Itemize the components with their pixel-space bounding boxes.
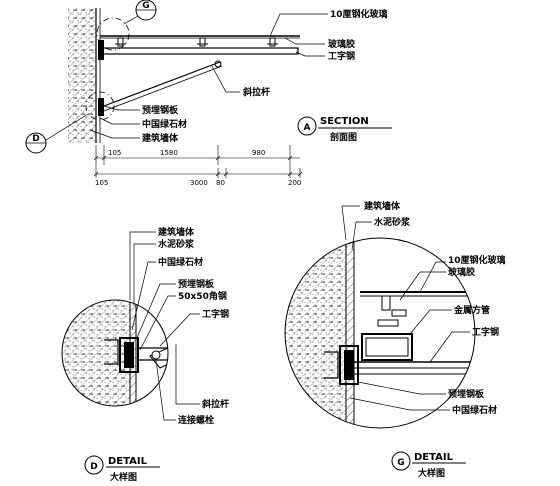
detail-g-view: 建筑墙体 水泥砂浆 10厘钢化玻璃 玻璃胶 金属方管 工字钢 预埋钢板 中国绿石…: [284, 200, 506, 479]
section-ibeam: [99, 47, 299, 55]
g-label-glue: 玻璃胶: [448, 266, 475, 278]
detail-d-view: 建筑墙体 水泥砂浆 中国绿石材 预埋钢板 50x50角钢 工字钢 斜拉杆 连接螺…: [61, 226, 229, 483]
d-label-angle-steel: 50x50角钢: [178, 290, 227, 302]
svg-text:大样图: 大样图: [418, 467, 445, 479]
label-embed-plate: 预埋钢板: [142, 104, 179, 116]
g-label-ibeam: 工字钢: [472, 326, 499, 338]
svg-text:3000: 3000: [190, 179, 208, 187]
label-glass: 10厘钢化玻璃: [330, 8, 388, 20]
svg-text:G: G: [142, 1, 149, 11]
d-label-bolt: 连接螺栓: [178, 414, 214, 426]
d-label-embed-plate: 预埋钢板: [178, 278, 215, 290]
svg-text:200: 200: [288, 179, 301, 187]
label-granite: 中国绿石材: [142, 118, 187, 130]
svg-text:105: 105: [95, 179, 108, 187]
callout-d: D: [25, 91, 115, 154]
svg-text:1580: 1580: [160, 149, 178, 157]
svg-text:105: 105: [108, 149, 121, 157]
g-label-mortar: 水泥砂浆: [374, 216, 411, 228]
d-label-granite: 中国绿石材: [158, 256, 203, 268]
g-label-square-tube: 金属方管: [453, 304, 490, 316]
svg-text:D: D: [90, 462, 97, 472]
section-title: A SECTION 剖面图: [297, 116, 392, 143]
svg-text:SECTION: SECTION: [320, 116, 369, 127]
g-label-wall: 建筑墙体: [364, 200, 401, 212]
label-tie-rod: 斜拉杆: [242, 86, 270, 98]
svg-text:980: 980: [252, 149, 265, 157]
d-label-tie-rod: 斜拉杆: [201, 398, 229, 410]
g-label-granite: 中国绿石材: [452, 404, 497, 416]
g-label-glass: 10厘钢化玻璃: [448, 254, 506, 266]
detail-g-circle: [284, 237, 476, 429]
detail-g-title: G DETAIL 大样图: [391, 451, 466, 479]
d-label-wall: 建筑墙体: [158, 226, 195, 238]
label-glue: 玻璃胶: [328, 38, 355, 50]
svg-text:D: D: [32, 134, 39, 144]
svg-text:DETAIL: DETAIL: [414, 452, 454, 463]
svg-text:G: G: [397, 458, 404, 468]
d-label-mortar: 水泥砂浆: [158, 238, 195, 250]
section-view: G D 10厘钢化玻璃 玻璃胶 工字钢 斜拉杆 预埋钢板 中国绿石材 建筑墙体: [25, 0, 392, 187]
section-dimensions: [93, 145, 303, 178]
svg-text:剖面图: 剖面图: [330, 131, 357, 143]
svg-text:A: A: [304, 123, 311, 133]
d-label-ibeam: 工字钢: [202, 308, 229, 320]
section-tie-rod: [103, 61, 221, 107]
detail-d-title: D DETAIL 大样图: [84, 455, 160, 483]
svg-text:大样图: 大样图: [110, 471, 137, 483]
detail-d-circle: [61, 299, 169, 407]
svg-text:80: 80: [216, 179, 225, 187]
section-glue-clips: [115, 37, 278, 47]
svg-text:DETAIL: DETAIL: [108, 456, 148, 467]
label-ibeam: 工字钢: [328, 50, 355, 62]
callout-g: G: [96, 0, 157, 51]
label-wall: 建筑墙体: [142, 132, 179, 144]
g-label-embed-plate: 预埋钢板: [448, 388, 485, 400]
